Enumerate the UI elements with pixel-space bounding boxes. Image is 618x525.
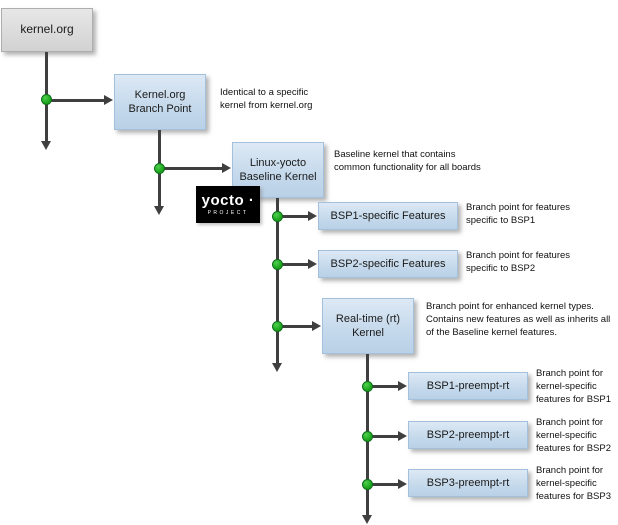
arrow-right-icon: [398, 431, 407, 441]
connector-hline-branch-point: [46, 99, 105, 102]
node-bsp2-preempt-label: BSP2-preempt-rt: [426, 428, 510, 441]
node-linux-yocto-baseline: Linux-yocto Baseline Kernel: [232, 142, 324, 198]
node-bsp2-preempt-rt: BSP2-preempt-rt: [408, 421, 528, 449]
connector-hline-rt-kernel: [277, 325, 313, 328]
node-linux-yocto-label: Linux-yocto Baseline Kernel: [239, 156, 317, 183]
arrow-right-icon: [222, 163, 231, 173]
node-bsp3-preempt-rt: BSP3-preempt-rt: [408, 469, 528, 497]
node-bsp1-preempt-label: BSP1-preempt-rt: [426, 379, 510, 392]
arrow-down-icon: [41, 141, 51, 150]
branch-point-dot: [154, 163, 165, 174]
arrow-right-icon: [312, 321, 321, 331]
note-bsp3-preempt: Branch point for kernel-specific feature…: [536, 465, 611, 502]
yocto-logo-wordmark: yocto ·: [201, 192, 255, 209]
branch-point-dot: [362, 381, 373, 392]
node-bsp1-specific-features: BSP1-specific Features: [318, 202, 458, 230]
yocto-logo-subtitle: PROJECT: [207, 210, 249, 216]
connector-hline-linux-yocto: [160, 167, 223, 170]
arrow-right-icon: [398, 479, 407, 489]
arrow-right-icon: [398, 381, 407, 391]
node-bsp1-preempt-rt: BSP1-preempt-rt: [408, 372, 528, 400]
branch-point-dot: [272, 259, 283, 270]
arrow-down-icon: [154, 206, 164, 215]
note-branch-point: Identical to a specific kernel from kern…: [220, 87, 313, 111]
node-branch-point-label: Kernel.org Branch Point: [128, 88, 192, 115]
node-kernel-org-label: kernel.org: [20, 22, 74, 37]
connector-hline-bsp1-features: [277, 215, 309, 218]
note-rt-kernel: Branch point for enhanced kernel types. …: [426, 301, 611, 338]
arrow-right-icon: [308, 259, 317, 269]
branch-point-dot: [362, 431, 373, 442]
connector-hline-bsp2-preempt: [367, 435, 399, 438]
note-bsp1-preempt: Branch point for kernel-specific feature…: [536, 368, 611, 405]
node-bsp3-preempt-label: BSP3-preempt-rt: [426, 476, 510, 489]
note-bsp1-features: Branch point for features specific to BS…: [466, 202, 571, 226]
note-bsp2-preempt: Branch point for kernel-specific feature…: [536, 417, 611, 454]
note-bsp2-features: Branch point for features specific to BS…: [466, 250, 571, 274]
branch-point-dot: [272, 211, 283, 222]
node-kernel-org-branch-point: Kernel.org Branch Point: [114, 74, 206, 130]
arrow-right-icon: [308, 211, 317, 221]
connector-hline-bsp2-features: [277, 263, 309, 266]
node-rt-kernel-label: Real-time (rt) Kernel: [335, 312, 401, 339]
branch-point-dot: [362, 479, 373, 490]
node-bsp1-features-label: BSP1-specific Features: [330, 209, 446, 222]
node-bsp2-specific-features: BSP2-specific Features: [318, 250, 458, 278]
connector-vline-linux-yocto: [276, 198, 279, 364]
arrow-down-icon: [272, 363, 282, 372]
node-kernel-org: kernel.org: [1, 8, 93, 52]
connector-hline-bsp1-preempt: [367, 385, 399, 388]
node-bsp2-features-label: BSP2-specific Features: [330, 257, 446, 270]
arrow-down-icon: [362, 515, 372, 524]
branch-point-dot: [41, 94, 52, 105]
branch-point-dot: [272, 321, 283, 332]
arrow-right-icon: [104, 95, 113, 105]
connector-hline-bsp3-preempt: [367, 483, 399, 486]
yocto-project-logo: yocto · PROJECT: [196, 186, 260, 223]
node-real-time-kernel: Real-time (rt) Kernel: [322, 298, 414, 354]
note-linux-yocto: Baseline kernel that contains common fun…: [334, 149, 481, 173]
